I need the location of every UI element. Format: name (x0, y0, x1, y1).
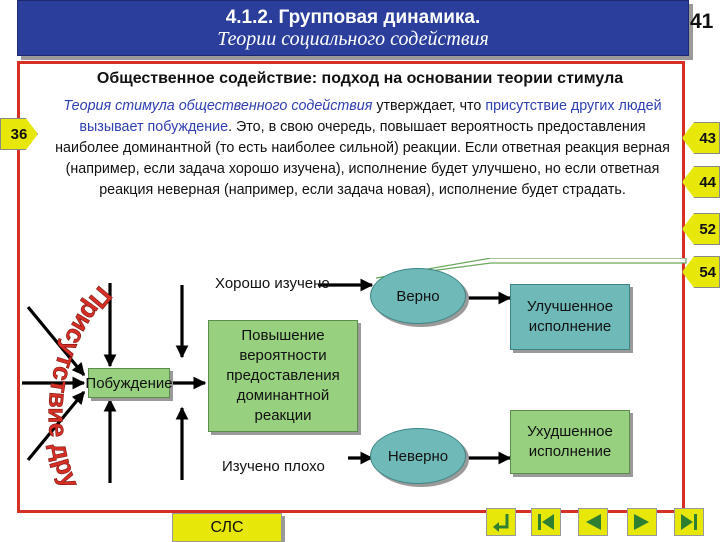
first-slide-icon (538, 514, 554, 530)
last-slide-icon (681, 514, 697, 530)
slide-title: 4.1.2. Групповая динамика. (225, 7, 481, 28)
previous-slide-icon (586, 514, 601, 530)
return-button[interactable] (486, 508, 516, 536)
presence-arc-text: Присутствие других (0, 0, 118, 492)
presence-arc-label: Присутствие других (0, 0, 118, 493)
first-slide-button[interactable] (531, 508, 561, 536)
presence-arrow-3 (26, 390, 86, 462)
next-slide-button[interactable] (627, 508, 657, 536)
arousal-box: Побуждение (85, 368, 173, 398)
improved-performance-box: Улучшенное исполнение (510, 284, 630, 350)
theory-paragraph: Теория стимула общественного содействия … (50, 96, 675, 201)
impaired-performance-box: Ухудшенное исполнение (510, 410, 630, 474)
slide-header: 4.1.2. Групповая динамика. Теории социал… (17, 0, 689, 56)
incorrect-oval: Неверно (370, 428, 466, 484)
paragraph-text-2: . Это, в свою очередь, повышает вероятно… (55, 119, 670, 198)
page-number: 41 (690, 10, 714, 33)
slc-button[interactable]: СЛС (172, 513, 282, 542)
dominant-response-box: Повышение вероятности предоставления дом… (208, 320, 358, 432)
theory-name-text: Теория стимула общественного содействия (63, 98, 373, 114)
paragraph-highlight: присутствие других людей вызывает побужд… (79, 98, 662, 135)
presence-arrow-1 (26, 305, 86, 377)
previous-slide-button[interactable] (578, 508, 608, 536)
paragraph-text-1: утверждает, что (372, 98, 486, 114)
connector-band (376, 258, 687, 279)
poorly-learned-label: Изучено плохо (222, 458, 325, 475)
slide-subtitle: Теории социального содействия (217, 28, 489, 50)
return-icon (493, 514, 509, 532)
section-heading: Общественное содействие: подход на основ… (96, 70, 624, 87)
last-slide-button[interactable] (674, 508, 704, 536)
well-learned-label: Хорошо изучено (215, 275, 330, 292)
correct-oval: Верно (370, 268, 466, 324)
next-slide-icon (634, 514, 649, 530)
